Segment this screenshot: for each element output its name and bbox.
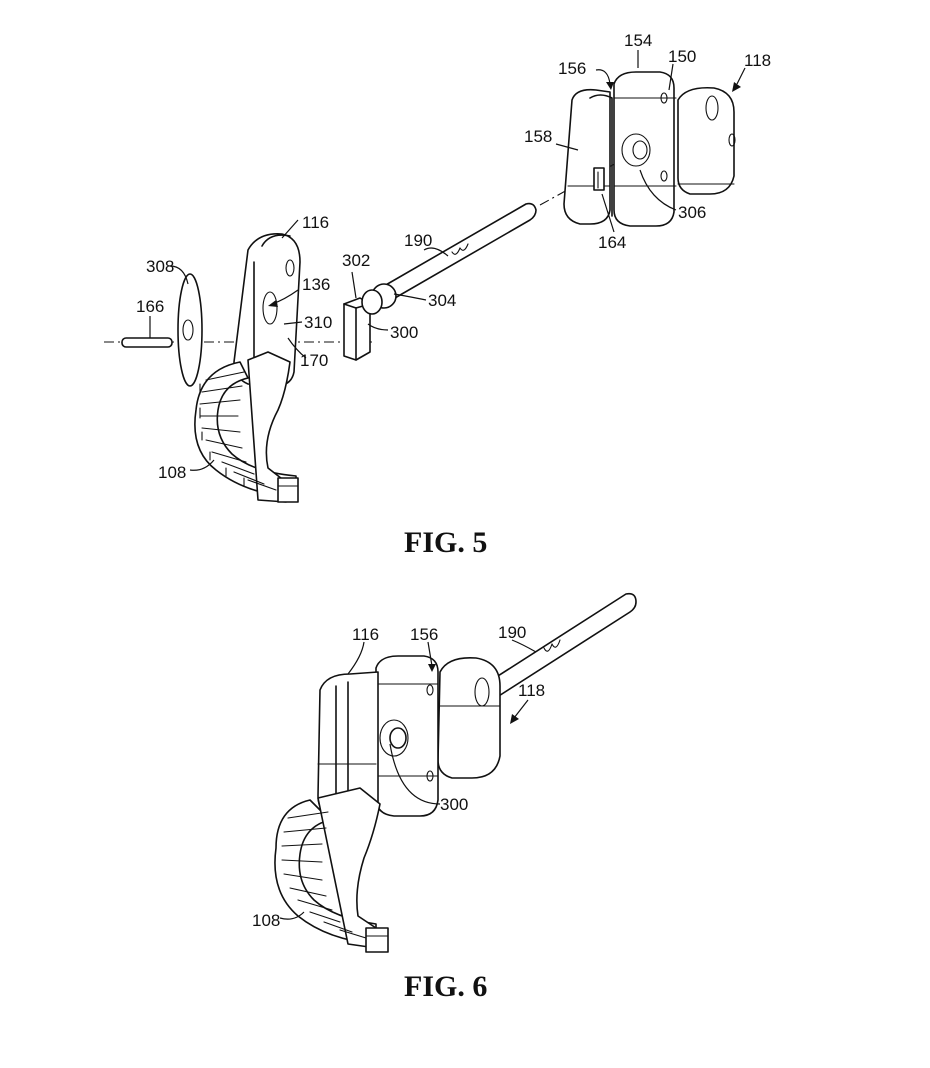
ref-154: 154 — [624, 31, 652, 50]
ref-108: 108 — [158, 463, 186, 482]
ref-300-fig6: 300 — [440, 795, 468, 814]
ref-190-fig6: 190 — [498, 623, 526, 642]
ref-116-fig6: 116 — [352, 625, 379, 644]
leader-302 — [351, 271, 357, 299]
leader-118 — [736, 67, 746, 85]
leader-306 — [639, 169, 677, 211]
ref-118-fig6: 118 — [518, 681, 545, 700]
leader-158 — [555, 143, 579, 151]
ref-306: 306 — [678, 203, 706, 222]
ref-108-fig6: 108 — [252, 911, 280, 930]
leader-190-fig6 — [511, 639, 537, 653]
leader-108 — [189, 459, 215, 471]
ref-308: 308 — [146, 257, 174, 276]
ref-310: 310 — [304, 313, 332, 332]
leader-304 — [393, 293, 427, 301]
shaft-190 — [361, 202, 537, 315]
leader-164 — [601, 193, 615, 233]
rack-teeth — [199, 371, 299, 503]
ref-304: 304 — [428, 291, 456, 310]
leader-116 — [281, 219, 299, 239]
leader-190 — [423, 247, 449, 257]
pin-166 — [121, 337, 173, 348]
ref-302: 302 — [342, 251, 370, 270]
arrow-118 — [732, 82, 741, 92]
leader-156-fig6 — [427, 641, 433, 667]
leader-150 — [668, 63, 674, 91]
ref-300: 300 — [390, 323, 418, 342]
washer-308 — [177, 273, 203, 387]
rack-108-assembled — [274, 787, 389, 953]
caption-fig-5: FIG. 5 — [404, 526, 487, 559]
leader-118-fig6 — [513, 699, 529, 719]
ref-156: 156 — [558, 59, 586, 78]
housing-118 — [563, 71, 736, 227]
arrow-156-fig6 — [428, 664, 436, 672]
arrow-156 — [606, 82, 614, 90]
ref-156-fig6: 156 — [410, 625, 438, 644]
leader-308 — [169, 265, 189, 285]
caption-fig-6: FIG. 6 — [404, 970, 487, 1003]
leader-170 — [287, 337, 307, 359]
leader-108-fig6 — [279, 911, 305, 920]
arrow-136 — [268, 300, 278, 307]
figure-5: 118 154 150 156 158 306 164 190 116 302 … — [104, 31, 771, 559]
leader-300-fig6 — [389, 743, 441, 805]
ref-158: 158 — [524, 127, 552, 146]
leader-156 — [595, 69, 611, 85]
shaft-190-assembled — [475, 592, 637, 709]
leader-300 — [367, 323, 389, 331]
arrow-118-fig6 — [510, 714, 519, 724]
ref-116: 116 — [302, 213, 329, 232]
ref-170: 170 — [300, 351, 328, 370]
ref-164: 164 — [598, 233, 626, 252]
ref-118: 118 — [744, 51, 771, 70]
leader-116-fig6 — [347, 641, 365, 675]
figure-6: 116 156 190 118 300 108 FIG. 6 — [252, 592, 637, 1003]
ref-150: 150 — [668, 47, 696, 66]
ref-190: 190 — [404, 231, 432, 250]
housing-118-assembled — [317, 655, 501, 819]
leader-310 — [283, 321, 303, 325]
drive-key-300 — [343, 297, 371, 361]
ref-166: 166 — [136, 297, 164, 316]
ref-136: 136 — [302, 275, 330, 294]
rack-108 — [194, 351, 299, 503]
